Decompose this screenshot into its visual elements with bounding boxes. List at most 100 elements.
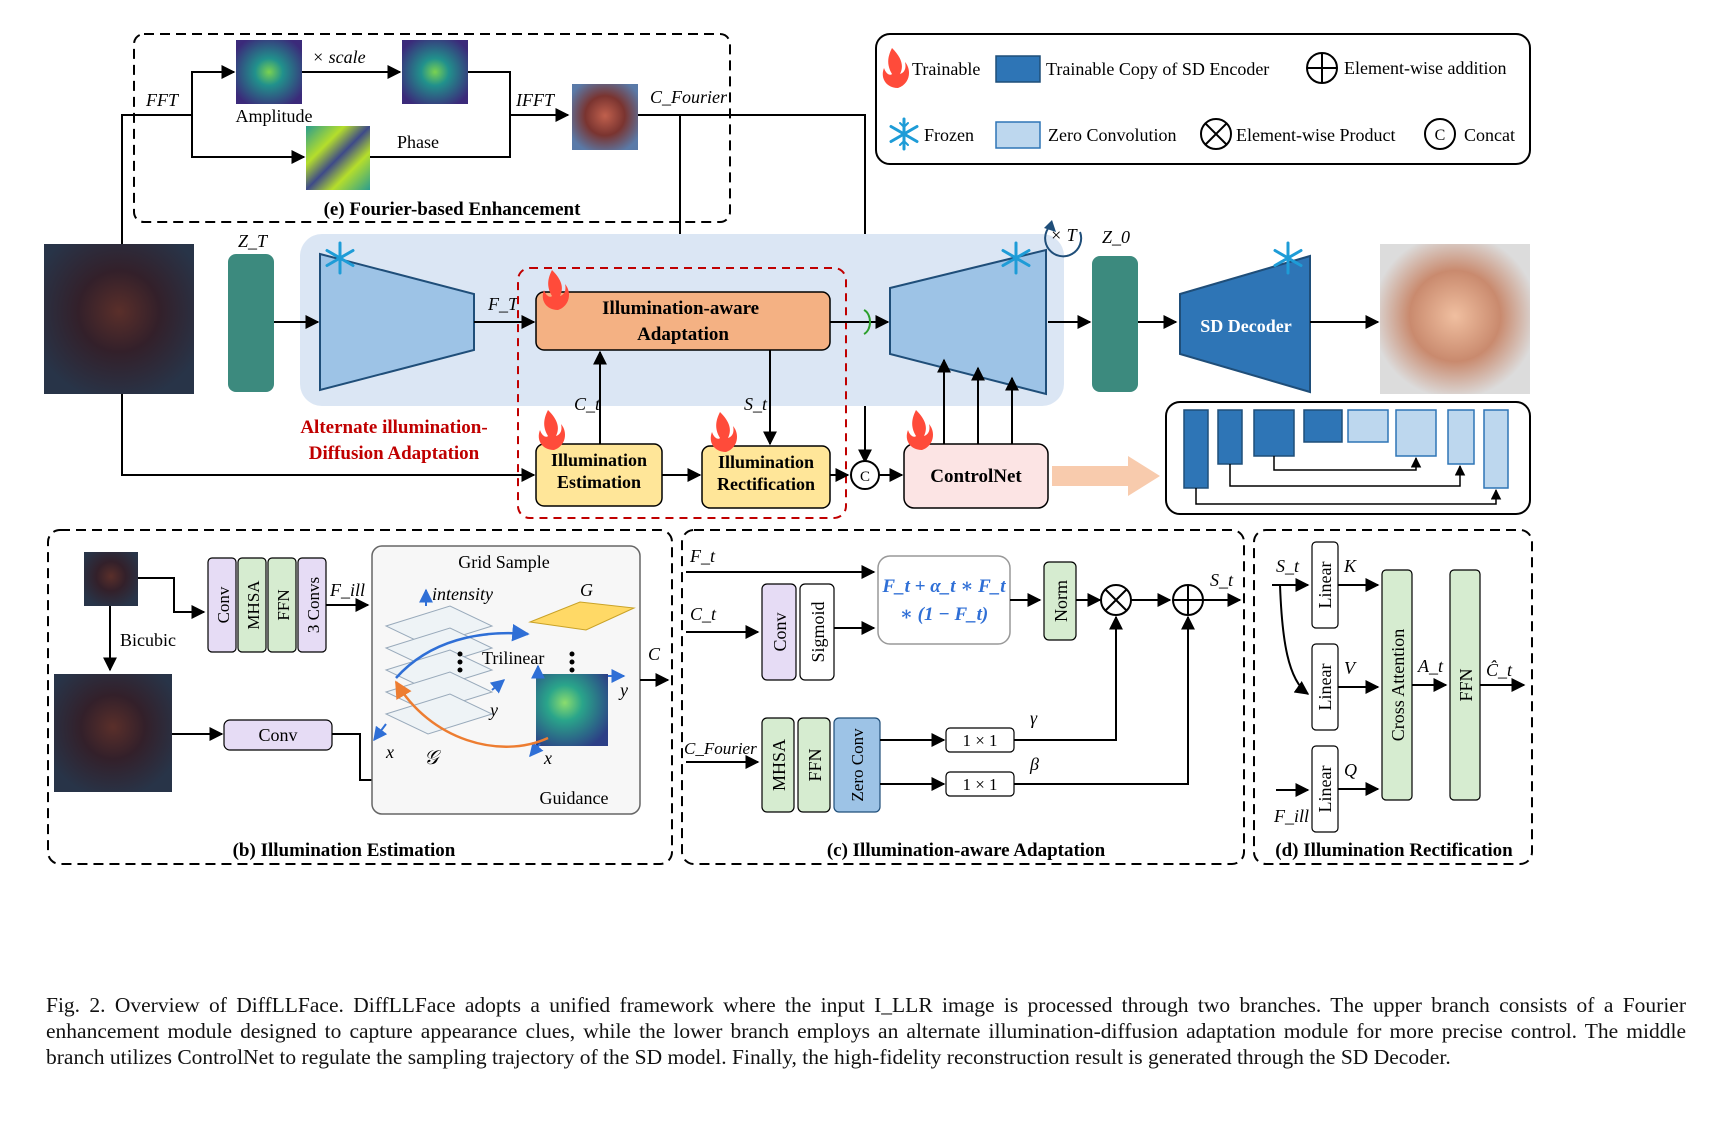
formula-line1: F_t + α_t ∗ F_t [881, 576, 1006, 597]
estimation-flame-icon [538, 410, 566, 450]
guidance-map-image [536, 674, 608, 746]
c-ct-label: C_t [690, 604, 717, 624]
fourier-panel [133, 33, 731, 223]
panel-c-title: (c) Illumination-aware Adaptation [827, 840, 1106, 861]
legend-product-icon [1200, 118, 1232, 150]
c-sigmoid-block [799, 583, 835, 681]
c-add-node [1172, 584, 1204, 616]
controlnet-block [903, 443, 1049, 509]
phase-label: Phase [397, 132, 439, 152]
legend-element-wise-addition: Element-wise addition [1344, 58, 1506, 78]
b-conv-block [207, 557, 237, 653]
grid-x-label: x [385, 742, 394, 762]
sd-decoder-block [1179, 254, 1311, 394]
controlnet-detail-arrow [1052, 456, 1160, 496]
d-linear-v-label: Linear [1315, 664, 1335, 711]
c-conv-label: Conv [770, 612, 790, 651]
controlnet-zero-block-2 [1447, 409, 1475, 465]
d-ffn-label: FFN [1456, 668, 1476, 701]
legend-element-wise-product: Element-wise Product [1236, 125, 1395, 145]
f-ill-label: F_ill [329, 580, 365, 600]
legend-zero-conv-swatch [995, 121, 1041, 149]
input-low-light-face-image [44, 244, 194, 394]
c-fourier-label: C_Fourier [650, 87, 728, 107]
small-input-face-image [84, 552, 138, 606]
loop-icon [1044, 220, 1083, 258]
b-conv-label: Conv [214, 586, 233, 623]
d-k-label: K [1343, 556, 1357, 576]
g-plane [528, 601, 636, 631]
c-ffn-label: FFN [805, 748, 825, 781]
svg-text:C: C [1435, 127, 1446, 144]
legend-add-icon [1306, 52, 1338, 84]
fft-label: FFT [145, 90, 180, 110]
fourier-panel-title: (e) Fourier-based Enhancement [324, 199, 581, 220]
3d-lut-grid [384, 605, 494, 735]
c-beta-label: β [1029, 754, 1039, 774]
amplitude-spectrum-image [236, 40, 302, 104]
rectification-flame-icon [710, 412, 738, 452]
legend-box [875, 33, 1531, 165]
panel-d [1253, 529, 1533, 865]
grid-sample-label: Grid Sample [458, 552, 550, 572]
b-ffn-label: FFN [274, 589, 293, 620]
panel-b [47, 529, 673, 865]
c-gamma-label: γ [1030, 708, 1038, 728]
z-0-label: Z_0 [1102, 227, 1130, 247]
unet-snowflake-icon [1001, 241, 1031, 275]
controlnet-zero-block-1 [1483, 409, 1509, 489]
grid-y-label: y [488, 700, 498, 720]
d-chat-label: Ĉ_t [1486, 659, 1513, 680]
c-norm-label: Norm [1051, 580, 1071, 622]
legend-frozen: Frozen [924, 125, 974, 145]
legend-trainable: Trainable [912, 59, 980, 79]
bicubic-label: Bicubic [120, 630, 176, 650]
c-product-node [1100, 584, 1132, 616]
amplitude-label: Amplitude [236, 106, 313, 126]
illumination-aware-adaptation-label: Illumination-aware Adaptation [602, 298, 764, 345]
formula-box [877, 555, 1011, 645]
decoder-snowflake-icon [1273, 241, 1303, 275]
c-1x1-beta-label: 1 × 1 [962, 775, 997, 794]
g-small-label: G [580, 580, 593, 600]
d-at-label: A_t [1417, 656, 1444, 676]
figure-caption: Fig. 2. Overview of DiffLLFace. DiffLLFa… [46, 993, 1686, 1069]
c-cfourier-label: C_Fourier [684, 739, 757, 758]
alternate-adaptation-group [517, 267, 847, 519]
f-t-label: F_T [487, 294, 520, 314]
b-c-label: C [648, 644, 661, 664]
d-st-label: S_t [1276, 556, 1300, 576]
panel-b-title: (b) Illumination Estimation [233, 840, 456, 861]
controlnet-zero-block-3 [1395, 409, 1437, 457]
d-fill-label: F_ill [1273, 806, 1309, 826]
controlnet-enc-block-1 [1183, 409, 1209, 489]
adaptation-flame-icon [542, 270, 570, 310]
controlnet-zero-block-4 [1347, 409, 1389, 443]
formula-line2: ∗ (1 − F_t) [900, 604, 989, 625]
controlnet-enc-block-4 [1303, 409, 1343, 443]
legend-trainable-copy-swatch [995, 55, 1041, 83]
controlnet-label: ControlNet [930, 466, 1022, 487]
concat-node: C [850, 460, 880, 490]
d-cross-attention-label: Cross Attention [1388, 629, 1408, 742]
controlnet-detail-panel [1165, 401, 1531, 515]
legend-flame-icon [882, 48, 910, 88]
c-t-label: C_t [574, 394, 601, 414]
d-q-label: Q [1344, 760, 1357, 780]
legend-concat-icon: C [1424, 118, 1456, 150]
intensity-label: intensity [432, 584, 493, 604]
c-zero-conv-block [833, 717, 881, 813]
grid-g-script-label: 𝒢 [424, 747, 442, 769]
c-1x1-gamma-label: 1 × 1 [962, 731, 997, 750]
sd-decoder-label: SD Decoder [1200, 316, 1291, 336]
c-zero-conv-label: Zero Conv [848, 728, 867, 802]
phase-spectrum-image [306, 126, 370, 190]
guidance-label: Guidance [540, 788, 609, 808]
c-sigmoid-label: Sigmoid [808, 601, 828, 662]
illumination-rectification-block [701, 445, 831, 509]
legend-concat: Concat [1464, 125, 1515, 145]
scale-label: × scale [312, 47, 366, 67]
controlnet-enc-block-2 [1217, 409, 1243, 465]
